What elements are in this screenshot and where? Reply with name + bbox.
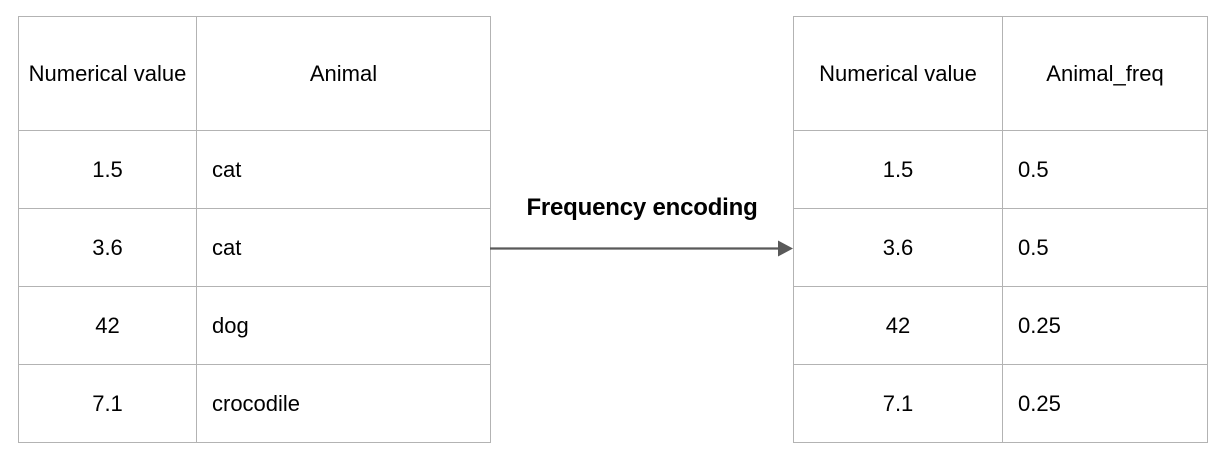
- table-row: 42 dog: [18, 286, 491, 365]
- column-header-numerical-value: Numerical value: [18, 16, 197, 131]
- table-header-row: Numerical value Animal: [18, 16, 491, 131]
- table-row: 1.5 0.5: [793, 130, 1208, 209]
- cell-numerical-value: 1.5: [793, 130, 1003, 209]
- cell-animal-freq: 0.25: [1002, 364, 1208, 443]
- cell-animal-freq: 0.5: [1002, 130, 1208, 209]
- source-table: Numerical value Animal 1.5 cat 3.6 cat 4…: [18, 16, 491, 443]
- cell-animal: cat: [196, 208, 491, 287]
- table-header-row: Numerical value Animal_freq: [793, 16, 1208, 131]
- table-row: 42 0.25: [793, 286, 1208, 365]
- cell-numerical-value: 42: [18, 286, 197, 365]
- transform-label: Frequency encoding: [526, 194, 758, 221]
- table-row: 3.6 cat: [18, 208, 491, 287]
- table-row: 7.1 crocodile: [18, 364, 491, 443]
- cell-animal-freq: 0.25: [1002, 286, 1208, 365]
- column-header-animal: Animal: [196, 16, 491, 131]
- table-row: 1.5 cat: [18, 130, 491, 209]
- cell-numerical-value: 3.6: [18, 208, 197, 287]
- column-header-animal-freq: Animal_freq: [1002, 16, 1208, 131]
- table-row: 7.1 0.25: [793, 364, 1208, 443]
- cell-animal: cat: [196, 130, 491, 209]
- cell-numerical-value: 7.1: [18, 364, 197, 443]
- table-row: 3.6 0.5: [793, 208, 1208, 287]
- cell-numerical-value: 7.1: [793, 364, 1003, 443]
- cell-animal: crocodile: [196, 364, 491, 443]
- arrow-right-icon: [490, 240, 793, 257]
- cell-numerical-value: 42: [793, 286, 1003, 365]
- encoded-table: Numerical value Animal_freq 1.5 0.5 3.6 …: [793, 16, 1208, 443]
- cell-numerical-value: 1.5: [18, 130, 197, 209]
- cell-animal-freq: 0.5: [1002, 208, 1208, 287]
- cell-animal: dog: [196, 286, 491, 365]
- column-header-numerical-value: Numerical value: [793, 16, 1003, 131]
- cell-numerical-value: 3.6: [793, 208, 1003, 287]
